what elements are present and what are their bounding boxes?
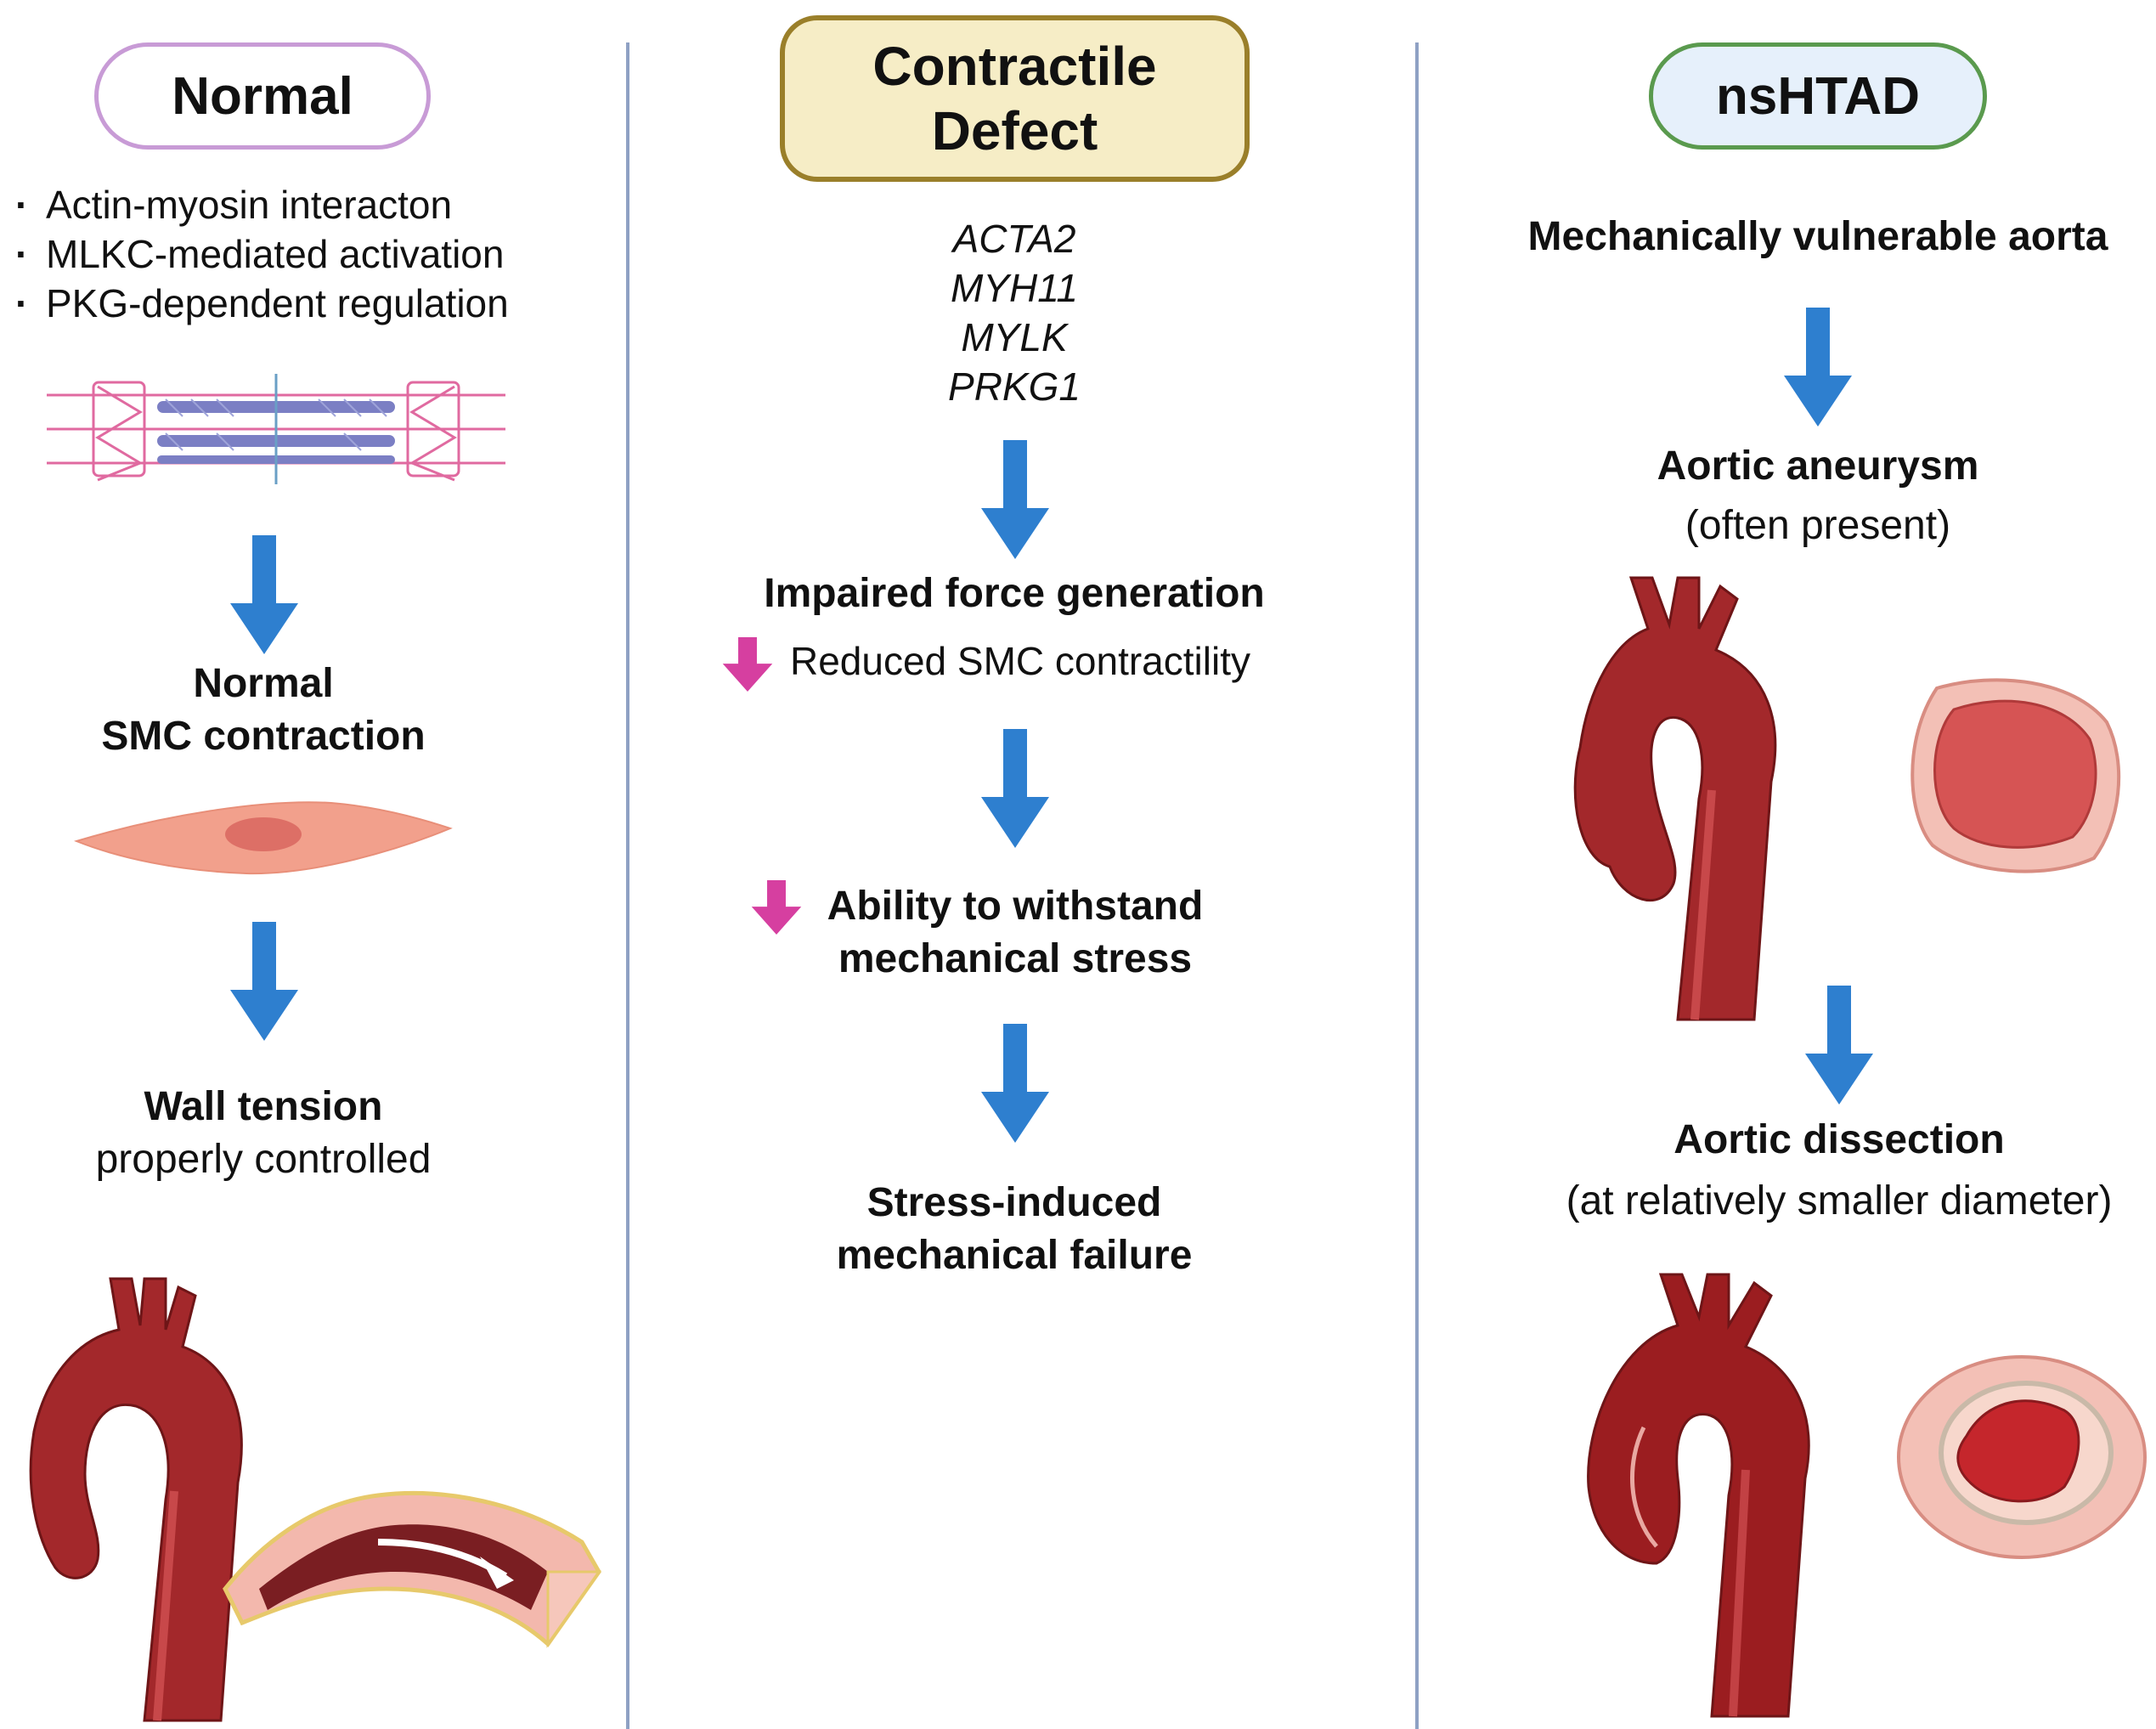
normal-title: Normal — [172, 66, 353, 126]
nshtad-title: nsHTAD — [1716, 66, 1920, 126]
dissection-cross-section — [1897, 1355, 2147, 1559]
flow-arrow-down — [981, 729, 1049, 848]
gene-prkg1: PRKG1 — [948, 364, 1081, 409]
decrease-arrow-icon — [722, 637, 773, 692]
sarcomere-illustration — [47, 374, 505, 484]
contractile-step3-label: Stress-induced mechanical failure — [836, 1180, 1193, 1278]
dissection-aorta-illustration — [1587, 1273, 1810, 1718]
contractile-step2-label: Ability to withstand mechanical stress — [827, 884, 1204, 981]
contractile-title-pill: Contractile Defect — [780, 15, 1250, 182]
normal-mechanism-list: Actin-myosin interacton MLKC-mediated ac… — [10, 180, 509, 328]
aneurysm-aorta-illustration — [1573, 576, 1777, 1021]
gene-list: ACTA2 MYH11 MYLK PRKG1 — [844, 214, 1184, 411]
flow-arrow-down — [981, 1024, 1049, 1143]
list-item: Actin-myosin interacton — [10, 180, 509, 229]
nshtad-step2-label: Aortic dissection (at relatively smaller… — [1566, 1117, 2113, 1223]
nshtad-step0-label: Mechanically vulnerable aorta — [1527, 214, 2108, 259]
nshtad-step1-label: Aortic aneurysm (often present) — [1657, 444, 1979, 548]
normal-title-pill: Normal — [94, 42, 431, 150]
flow-arrow-down — [230, 535, 298, 654]
aorta-illustration — [29, 1277, 243, 1722]
contractile-step1-label: Impaired force generation — [764, 571, 1265, 616]
flow-arrow-down — [1784, 308, 1852, 427]
flow-arrow-down — [1805, 986, 1873, 1105]
column-divider-right — [1415, 42, 1419, 1729]
gene-myh11: MYH11 — [951, 266, 1078, 310]
flow-arrow-down — [981, 440, 1049, 559]
contractile-title-line2: Defect — [931, 100, 1098, 161]
list-item: PKG-dependent regulation — [10, 279, 509, 328]
contractile-title-line1: Contractile — [872, 36, 1157, 97]
decrease-arrow-icon — [751, 880, 802, 935]
nshtad-title-pill: nsHTAD — [1649, 42, 1987, 150]
gene-mylk: MYLK — [961, 315, 1068, 359]
contractile-step1-sub: Reduced SMC contractility — [790, 639, 1250, 683]
list-item: MLKC-mediated activation — [10, 229, 509, 279]
normal-step1-label: Normal SMC contraction — [101, 661, 426, 759]
vessel-section-illustration — [223, 1490, 601, 1648]
gene-acta2: ACTA2 — [952, 217, 1076, 261]
aneurysm-cross-section — [1910, 678, 2121, 873]
column-divider-left — [626, 42, 629, 1729]
normal-step2-label: Wall tension properly controlled — [95, 1084, 432, 1182]
flow-arrow-down — [230, 922, 298, 1041]
smc-cell-illustration — [73, 801, 453, 875]
